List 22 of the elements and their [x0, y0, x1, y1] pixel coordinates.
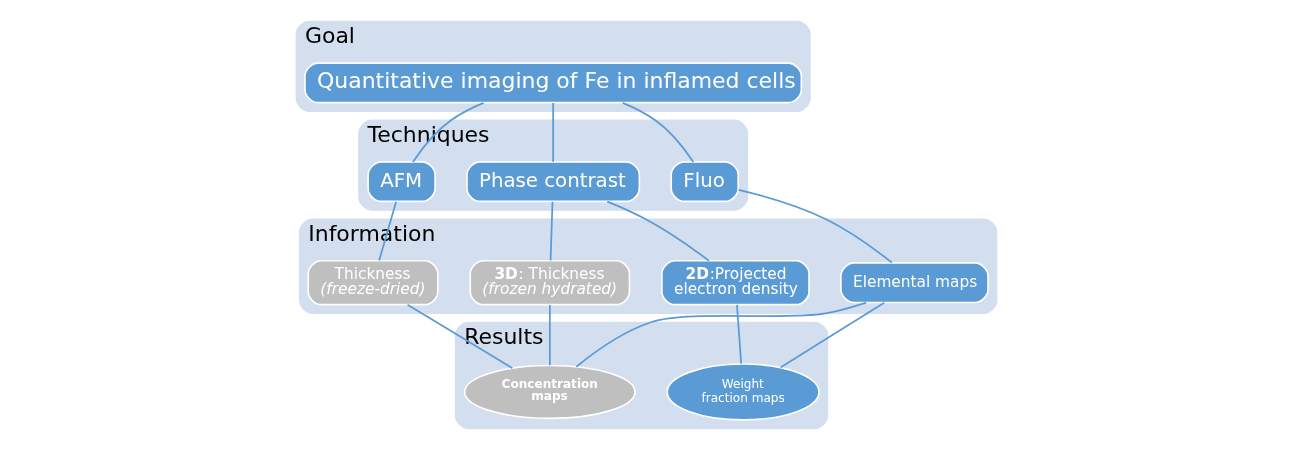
- node-box: Phase contrast: [465, 161, 640, 203]
- connector: [548, 304, 551, 367]
- connector: [406, 303, 513, 369]
- connector: [735, 304, 742, 365]
- node-box: Elemental maps: [839, 262, 989, 304]
- node-ellipse: Concentration maps: [463, 364, 636, 420]
- node-box: Thickness (freeze-dried): [306, 259, 439, 306]
- connector: [411, 101, 484, 163]
- node-ellipse: Weight fraction maps: [665, 363, 820, 421]
- connector: [605, 200, 710, 262]
- node-box: 2D:Projected electron density: [660, 259, 810, 306]
- connector: [551, 102, 554, 163]
- connector: [575, 301, 867, 368]
- connector: [779, 301, 885, 369]
- connector: [549, 200, 553, 262]
- node-box: Fluo: [669, 161, 739, 203]
- node-box: Quantitative imaging of Fe in inflamed cells: [303, 62, 802, 104]
- node-box: AFM: [366, 161, 436, 203]
- connector: [621, 101, 694, 163]
- node-box: 3D: Thickness (frozen hydrated): [468, 259, 630, 306]
- connector: [377, 200, 397, 262]
- connector: [737, 188, 893, 264]
